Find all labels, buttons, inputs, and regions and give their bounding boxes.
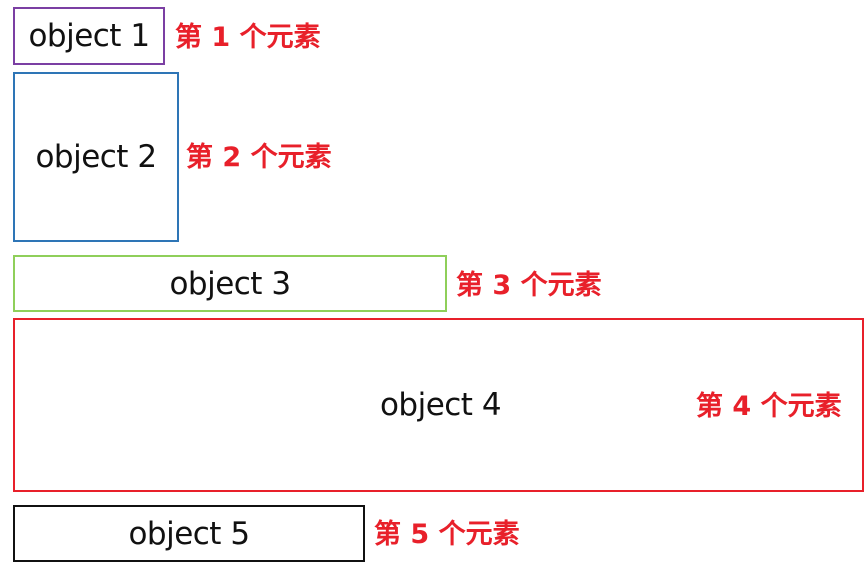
object-4-box: object 4: [13, 318, 864, 492]
object-2-label: object 2: [35, 139, 157, 175]
object-1-tag: 第 1 个元素: [175, 22, 321, 53]
object-1-label: object 1: [28, 18, 150, 54]
object-5-label: object 5: [128, 515, 250, 552]
object-2-box: object 2: [13, 72, 179, 242]
object-4-label: object 4: [379, 387, 502, 423]
object-5-box: object 5: [13, 505, 365, 562]
object-3-label: object 3: [169, 265, 291, 302]
object-4-tag: 第 4 个元素: [696, 391, 842, 422]
object-3-tag: 第 3 个元素: [456, 270, 602, 301]
object-3-box: object 3: [13, 255, 447, 312]
object-5-tag: 第 5 个元素: [374, 519, 520, 550]
object-1-box: object 1: [13, 7, 165, 65]
object-2-tag: 第 2 个元素: [186, 142, 332, 173]
